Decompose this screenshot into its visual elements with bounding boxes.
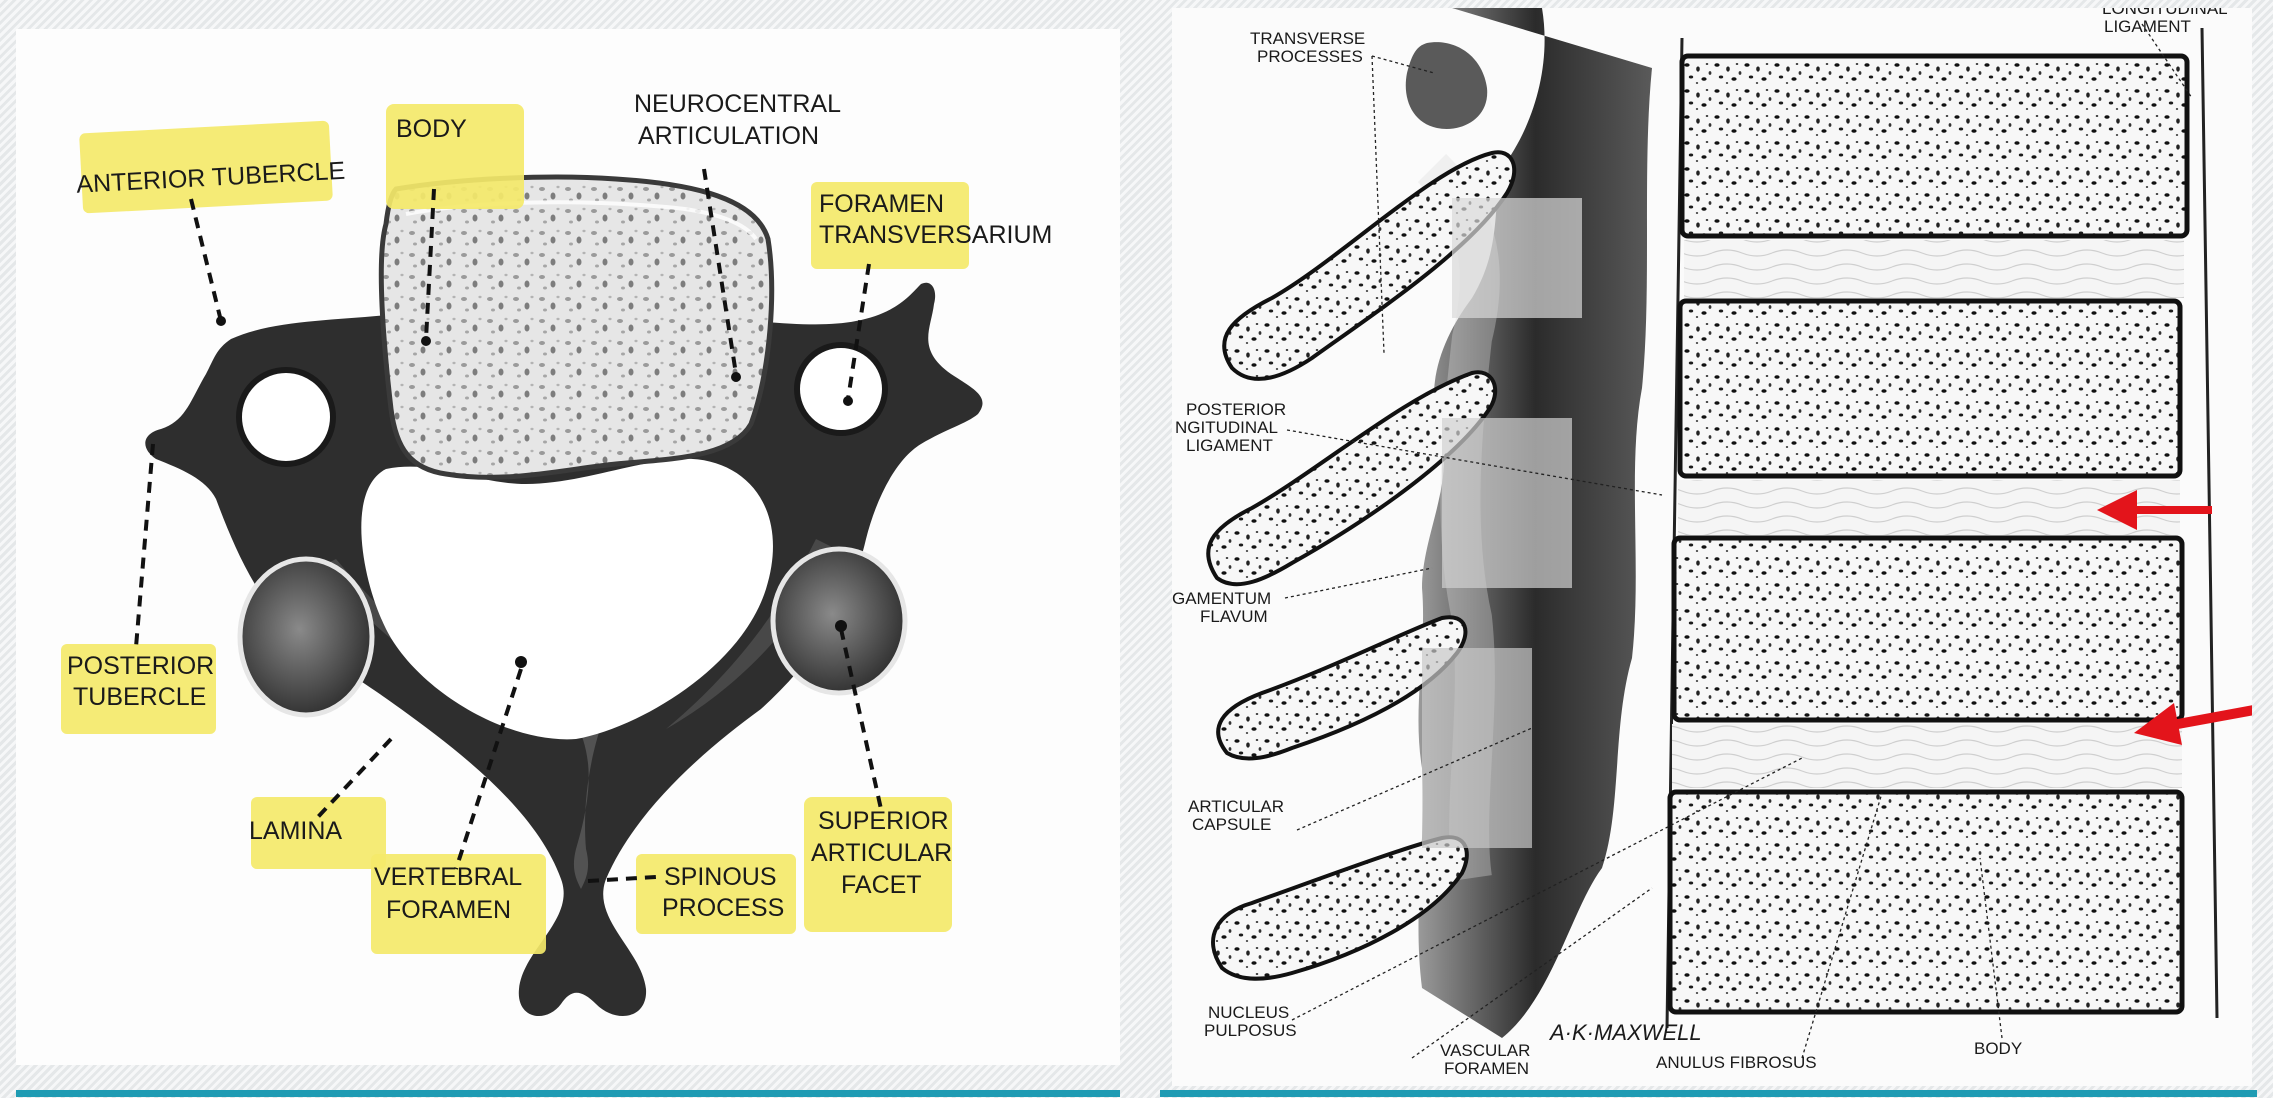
- label-flavum-1: GAMENTUM: [1172, 589, 1271, 608]
- spine-sagittal-figure: LONGITUDINAL LIGAMENT TRANSVERSE PROCESS…: [1172, 8, 2252, 1086]
- label-transverse-1: TRANSVERSE: [1250, 29, 1365, 48]
- vertebral-body: [378, 174, 775, 480]
- label-anulus: ANULUS FIBROSUS: [1656, 1053, 1817, 1072]
- ligamentum-flavum: [1422, 198, 1582, 848]
- label-flavum-2: FLAVUM: [1200, 607, 1268, 626]
- label-nucleus-1: NUCLEUS: [1208, 1003, 1289, 1022]
- left-articular-facet: [237, 556, 375, 718]
- label-vertebral-foramen-1: VERTEBRAL: [374, 863, 522, 891]
- label-vertebral-foramen-2: FORAMEN: [386, 896, 511, 924]
- leader-lines: [134, 168, 883, 883]
- label-posterior-tubercle-1: POSTERIOR: [67, 652, 214, 680]
- label-neurocentral-1: NEUROCENTRAL: [634, 90, 841, 118]
- label-capsule-2: CAPSULE: [1192, 815, 1271, 834]
- artist-signature: A·K·MAXWELL: [1548, 1020, 1702, 1045]
- foramen-transversarium-left: [236, 367, 336, 467]
- vertebral-foramen-opening: [361, 458, 773, 740]
- label-vascular-1: VASCULAR: [1440, 1041, 1530, 1060]
- label-lamina: LAMINA: [249, 817, 342, 845]
- label-spinous-2: PROCESS: [662, 894, 784, 922]
- label-body: BODY: [1974, 1039, 2022, 1058]
- transverse-process: [1405, 42, 1488, 129]
- label-spinous-1: SPINOUS: [664, 863, 777, 891]
- foramen-transversarium-right: [794, 342, 888, 436]
- spinous-processes: [1206, 150, 1517, 981]
- label-posterior-long-2: NGITUDINAL: [1175, 418, 1278, 437]
- label-capsule-1: ARTICULAR: [1188, 797, 1284, 816]
- label-posterior-long-1: POSTERIOR: [1186, 400, 1286, 419]
- intervertebral-discs: [1672, 240, 2184, 788]
- label-foramen-2: TRANSVERSARIUM: [819, 221, 1052, 249]
- label-body: BODY: [396, 115, 467, 143]
- label-superior-2: ARTICULAR: [811, 839, 952, 867]
- cervical-vertebra-figure: ANTERIOR TUBERCLE BODY NEUROCENTRAL ARTI…: [16, 29, 1120, 1065]
- cervical-vertebra-svg: ANTERIOR TUBERCLE BODY NEUROCENTRAL ARTI…: [61, 90, 1052, 1016]
- label-highlights: [61, 104, 969, 954]
- vertebral-bodies: [1667, 53, 2190, 1015]
- label-foramen-1: FORAMEN: [819, 190, 944, 218]
- label-vascular-2: FORAMEN: [1444, 1059, 1529, 1078]
- label-superior-3: FACET: [841, 871, 922, 899]
- label-nucleus-2: PULPOSUS: [1204, 1021, 1297, 1040]
- red-arrow-lower: [2166, 705, 2252, 731]
- label-transverse-2: PROCESSES: [1257, 47, 1363, 66]
- leader-lines: [1284, 23, 2193, 1059]
- label-top-ligament-1: LONGITUDINAL: [2102, 8, 2228, 18]
- bottom-accent-bar-right: [1160, 1090, 2257, 1097]
- bottom-accent-bar-left: [16, 1090, 1120, 1097]
- label-top-ligament-2: LIGAMENT: [2104, 17, 2191, 36]
- label-neurocentral-2: ARTICULATION: [638, 122, 819, 150]
- red-arrows: [2097, 490, 2252, 745]
- spine-sagittal-svg: LONGITUDINAL LIGAMENT TRANSVERSE PROCESS…: [1172, 8, 2252, 1078]
- label-posterior-tubercle-2: TUBERCLE: [73, 683, 206, 711]
- label-posterior-long-3: LIGAMENT: [1186, 436, 1273, 455]
- label-superior-1: SUPERIOR: [818, 807, 949, 835]
